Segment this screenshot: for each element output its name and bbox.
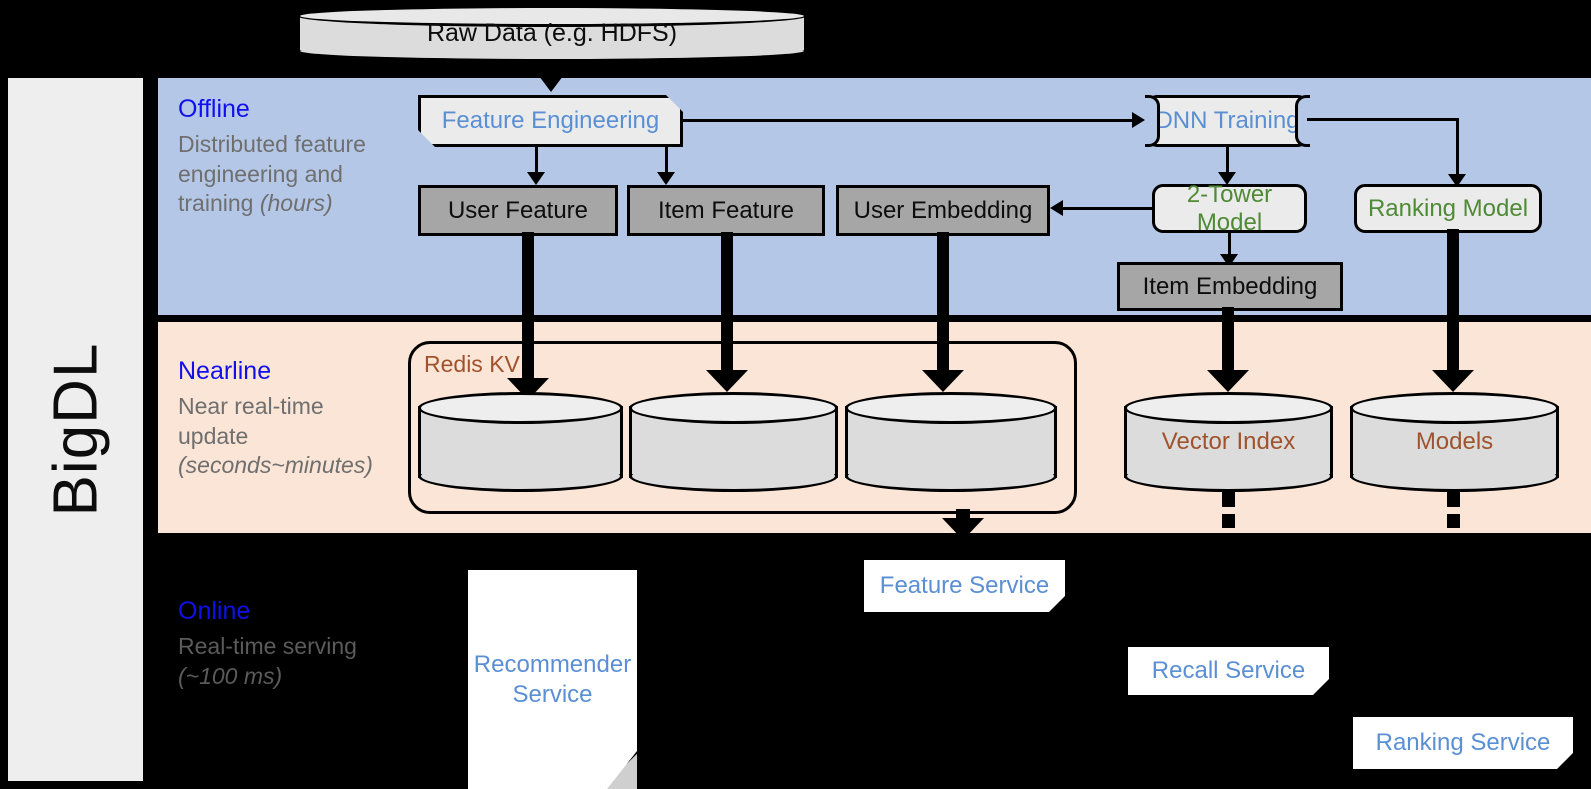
item-embedding-label: Item Embedding: [1142, 272, 1318, 300]
online-subtitle: Real-time serving (~100 ms): [178, 632, 357, 691]
store-2-label: [629, 392, 838, 492]
arrowhead-fe-itemfeature: [657, 172, 675, 185]
online-subtitle-emph: (~100 ms): [178, 662, 283, 689]
node-recommender-service[interactable]: Recommender Service: [468, 570, 637, 789]
connector-fe-itemfeature: [665, 147, 668, 177]
vector-index-label: Vector Index: [1161, 428, 1296, 455]
page-fold-icon: [1557, 753, 1573, 769]
models-label: Models: [1415, 428, 1494, 455]
node-vector-index[interactable]: Vector Index: [1124, 392, 1333, 492]
arrowhead-userembedding-store: [922, 370, 964, 392]
cylinder-top: [1124, 392, 1333, 424]
bigdl-rail: [8, 78, 143, 781]
offline-subtitle-emph: (hours): [259, 190, 333, 217]
offline-subtitle-text: Distributed feature engineering and trai…: [178, 131, 366, 217]
connector-dnn-twotower: [1226, 147, 1229, 179]
bigdl-label: BigDL: [8, 78, 143, 781]
connector-dnn-ranking-v: [1456, 118, 1459, 180]
arrowhead-twotower-userembedding: [1050, 200, 1063, 216]
nearline-caption: Nearline Near real-time update (seconds~…: [178, 358, 393, 481]
connector-vectorindex-recall-1: [1222, 491, 1235, 507]
page-fold-icon: [1049, 596, 1065, 612]
cylinder-top: [845, 392, 1057, 424]
redis-kv-label: Redis KV: [424, 351, 520, 377]
page-fold-icon: [1313, 679, 1329, 695]
redis-kv-container: [408, 341, 1077, 514]
connector-models-ranking-1: [1447, 491, 1460, 507]
feature-service-label: Feature Service: [879, 572, 1050, 600]
user-embedding-label: User Embedding: [853, 196, 1033, 224]
connector-models-ranking-2: [1447, 514, 1460, 528]
offline-title: Offline: [178, 95, 250, 123]
node-user-embedding[interactable]: User Embedding: [836, 185, 1050, 236]
node-two-tower-model[interactable]: 2-Tower Model: [1152, 181, 1307, 236]
recommender-service-label: Recommender Service: [473, 651, 632, 708]
user-feature-label: User Feature: [447, 196, 589, 224]
store-3-label: [845, 392, 1057, 492]
arrowhead-dnn-twotower: [1218, 172, 1236, 185]
node-item-embedding[interactable]: Item Embedding: [1117, 262, 1343, 311]
store-1-label: [418, 392, 623, 492]
node-ranking-service[interactable]: Ranking Service: [1353, 717, 1573, 769]
node-store-user-embedding[interactable]: [845, 392, 1057, 492]
node-item-feature[interactable]: Item Feature: [627, 185, 825, 236]
connector-twotower-itememb: [1228, 233, 1231, 261]
ranking-service-label: Ranking Service: [1375, 729, 1551, 757]
online-subtitle-text: Real-time serving: [178, 633, 357, 660]
node-store-item-feature[interactable]: [629, 392, 838, 492]
pipe-userfeature-store: [522, 232, 534, 388]
arrowhead-rankingmodel-models: [1432, 370, 1474, 392]
cylinder-top: [297, 5, 807, 27]
cylinder-top: [1350, 392, 1559, 424]
pipe-rankingmodel-models: [1447, 229, 1459, 380]
connector-twotower-userembedding: [1063, 207, 1153, 210]
nearline-subtitle-emph: (seconds~minutes): [178, 452, 373, 479]
recall-service-label: Recall Service: [1151, 657, 1306, 685]
node-recall-service[interactable]: Recall Service: [1128, 647, 1329, 695]
two-tower-model-label: 2-Tower Model: [1186, 180, 1273, 236]
offline-subtitle: Distributed feature engineering and trai…: [178, 130, 393, 218]
node-models[interactable]: Models: [1350, 392, 1559, 492]
connector-vectorindex-recall-2: [1222, 514, 1235, 528]
feature-engineering-label: Feature Engineering: [441, 107, 660, 134]
connector-fe-userfeature: [535, 147, 538, 177]
node-feature-service[interactable]: Feature Service: [864, 560, 1065, 612]
raw-data-store: Raw Data (e.g. HDFS): [297, 5, 807, 62]
connector-fe-dnn: [683, 119, 1136, 122]
arrowhead-itemembedding-vectorindex: [1207, 370, 1249, 392]
page-fold-icon: [607, 751, 637, 789]
arrowhead-dnn-ranking: [1448, 174, 1466, 187]
bigdl-text: BigDL: [41, 342, 110, 517]
item-feature-label: Item Feature: [657, 196, 795, 224]
raw-data-label: Raw Data (e.g. HDFS): [426, 19, 678, 47]
dnn-training-label: DNN Training: [1155, 107, 1300, 134]
node-dnn-training[interactable]: DNN Training: [1145, 95, 1310, 147]
pipe-itemembedding-vectorindex: [1222, 307, 1234, 380]
node-user-feature[interactable]: User Feature: [418, 185, 618, 236]
arrowhead-itemfeature-store: [706, 370, 748, 392]
ranking-model-label: Ranking Model: [1367, 194, 1529, 222]
node-ranking-model[interactable]: Ranking Model: [1354, 184, 1542, 233]
node-store-user-feature[interactable]: [418, 392, 623, 492]
online-title: Online: [178, 597, 251, 625]
nearline-title: Nearline: [178, 357, 272, 385]
nearline-subtitle-text: Near real-time update: [178, 393, 324, 449]
offline-caption: Offline Distributed feature engineering …: [178, 96, 393, 219]
online-caption: Online Real-time serving (~100 ms): [178, 598, 357, 691]
node-feature-engineering[interactable]: Feature Engineering: [418, 95, 683, 147]
arrowhead-fe-dnn: [1132, 112, 1145, 128]
cylinder-top: [418, 392, 623, 424]
arrowhead-rawdata-fe: [536, 72, 566, 92]
connector-dnn-ranking-h: [1307, 118, 1459, 121]
arrowhead-fe-userfeature: [527, 172, 545, 185]
arrowhead-redis-featureservice: [942, 518, 984, 540]
nearline-subtitle: Near real-time update (seconds~minutes): [178, 392, 393, 480]
cylinder-top: [629, 392, 838, 424]
